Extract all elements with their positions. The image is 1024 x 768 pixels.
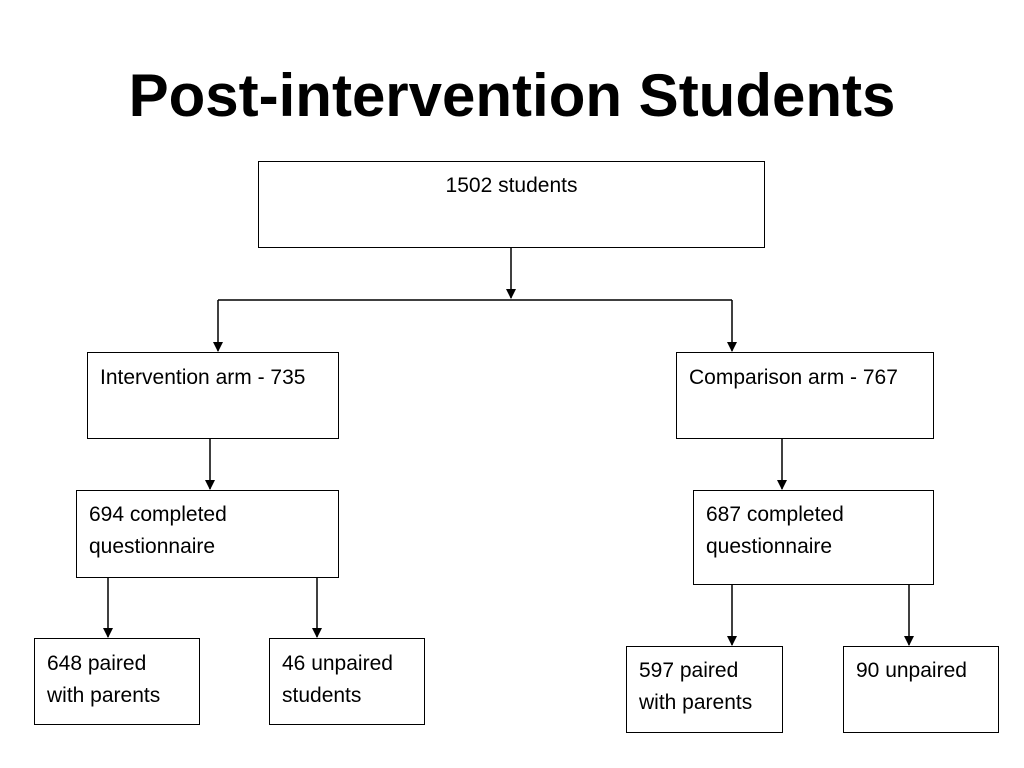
diagram-title: Post-intervention Students bbox=[128, 62, 896, 129]
node-total-students: 1502 students bbox=[258, 161, 765, 248]
node-comparison-paired: 597 paired with parents bbox=[626, 646, 783, 733]
node-intervention-arm: Intervention arm - 735 bbox=[87, 352, 339, 439]
node-comparison-arm: Comparison arm - 767 bbox=[676, 352, 934, 439]
node-intervention-unpaired: 46 unpaired students bbox=[269, 638, 425, 725]
node-intervention-completed: 694 completed questionnaire bbox=[76, 490, 339, 578]
node-comparison-completed: 687 completed questionnaire bbox=[693, 490, 934, 585]
node-intervention-paired: 648 paired with parents bbox=[34, 638, 200, 725]
node-comparison-unpaired: 90 unpaired bbox=[843, 646, 999, 733]
